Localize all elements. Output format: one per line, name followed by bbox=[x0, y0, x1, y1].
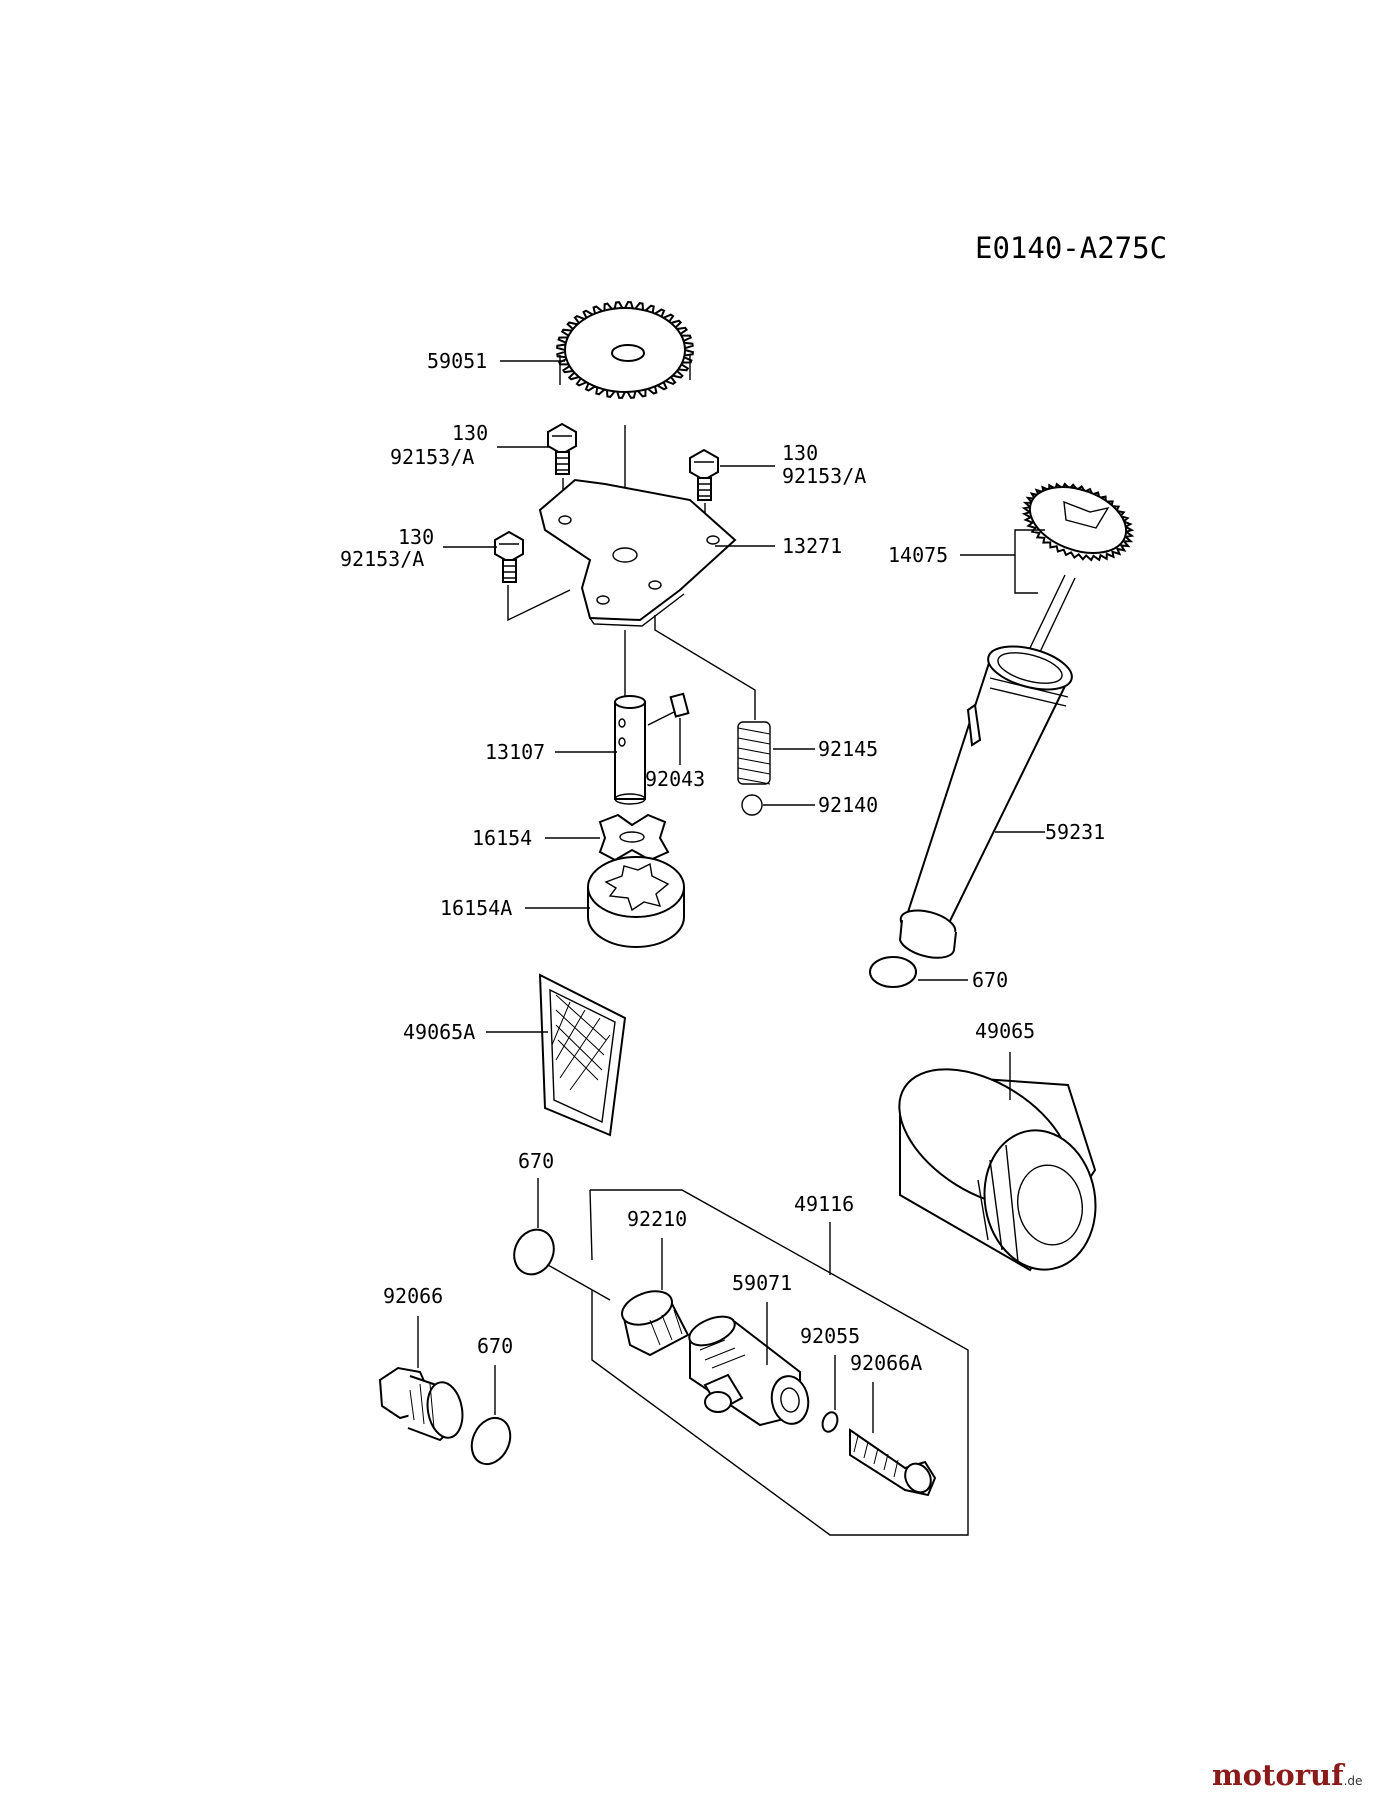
o-ring-670-top bbox=[869, 956, 917, 988]
gear-59051 bbox=[556, 300, 694, 400]
pump-cover-plate-13271 bbox=[538, 478, 737, 627]
inner-rotor-16154 bbox=[598, 813, 670, 862]
oil-filter-49065 bbox=[898, 1068, 1097, 1272]
label-14075: 14075 bbox=[888, 543, 948, 567]
bolt-mid-left bbox=[494, 530, 524, 583]
group-49116-bracket bbox=[589, 1189, 969, 1536]
plug-92066A bbox=[849, 1428, 937, 1497]
label-92153a-b: 92153/A bbox=[782, 464, 866, 488]
bolt-top-right bbox=[689, 448, 719, 501]
oil-filler-tube-59231 bbox=[898, 645, 1073, 959]
nut-92210 bbox=[621, 1290, 690, 1357]
label-49116: 49116 bbox=[794, 1192, 854, 1216]
spring-92145 bbox=[737, 721, 771, 785]
diagram-code: E0140-A275C bbox=[975, 231, 1167, 265]
label-59231: 59231 bbox=[1045, 820, 1105, 844]
outer-rotor-16154A bbox=[587, 856, 685, 948]
label-92066: 92066 bbox=[383, 1284, 443, 1308]
o-ring-92055 bbox=[821, 1411, 839, 1433]
label-670-c: 670 bbox=[477, 1334, 513, 1358]
label-92140: 92140 bbox=[818, 793, 878, 817]
label-13107: 13107 bbox=[485, 740, 545, 764]
svg-text:motoruf.de: motoruf.de bbox=[1212, 1758, 1362, 1792]
label-92153a-c: 92153/A bbox=[340, 547, 424, 571]
label-92153a-a: 92153/A bbox=[390, 445, 474, 469]
label-59051: 59051 bbox=[427, 349, 487, 373]
o-ring-670-bottom bbox=[470, 1416, 512, 1466]
label-92066A: 92066A bbox=[850, 1351, 922, 1375]
drain-plug-92066 bbox=[378, 1366, 464, 1442]
label-59071: 59071 bbox=[732, 1271, 792, 1295]
label-16154: 16154 bbox=[472, 826, 532, 850]
label-130-a: 130 bbox=[452, 421, 488, 445]
motoruf-watermark: motoruf.de bbox=[1212, 1758, 1362, 1792]
pump-shaft-13107 bbox=[614, 695, 646, 805]
label-16154A: 16154A bbox=[440, 896, 512, 920]
tee-fitting-59071 bbox=[688, 1315, 810, 1427]
watermark-tld: .de bbox=[1344, 1774, 1363, 1788]
ball-92140 bbox=[741, 794, 763, 816]
label-92055: 92055 bbox=[800, 1324, 860, 1348]
label-130-c: 130 bbox=[398, 525, 434, 549]
label-49065: 49065 bbox=[975, 1019, 1035, 1043]
label-49065A: 49065A bbox=[403, 1020, 475, 1044]
oil-filler-cap-14075 bbox=[1021, 482, 1135, 653]
label-670-a: 670 bbox=[972, 968, 1008, 992]
label-92043: 92043 bbox=[645, 767, 705, 791]
label-670-b: 670 bbox=[518, 1149, 554, 1173]
label-130-b: 130 bbox=[782, 441, 818, 465]
label-92145: 92145 bbox=[818, 737, 878, 761]
label-92210: 92210 bbox=[627, 1207, 687, 1231]
watermark-brand: motoruf bbox=[1212, 1758, 1346, 1792]
label-13271: 13271 bbox=[782, 534, 842, 558]
pin-92043 bbox=[669, 692, 690, 718]
bolt-top-left bbox=[547, 422, 577, 475]
oil-screen-49065A bbox=[538, 973, 627, 1137]
o-ring-670-mid bbox=[513, 1228, 555, 1276]
